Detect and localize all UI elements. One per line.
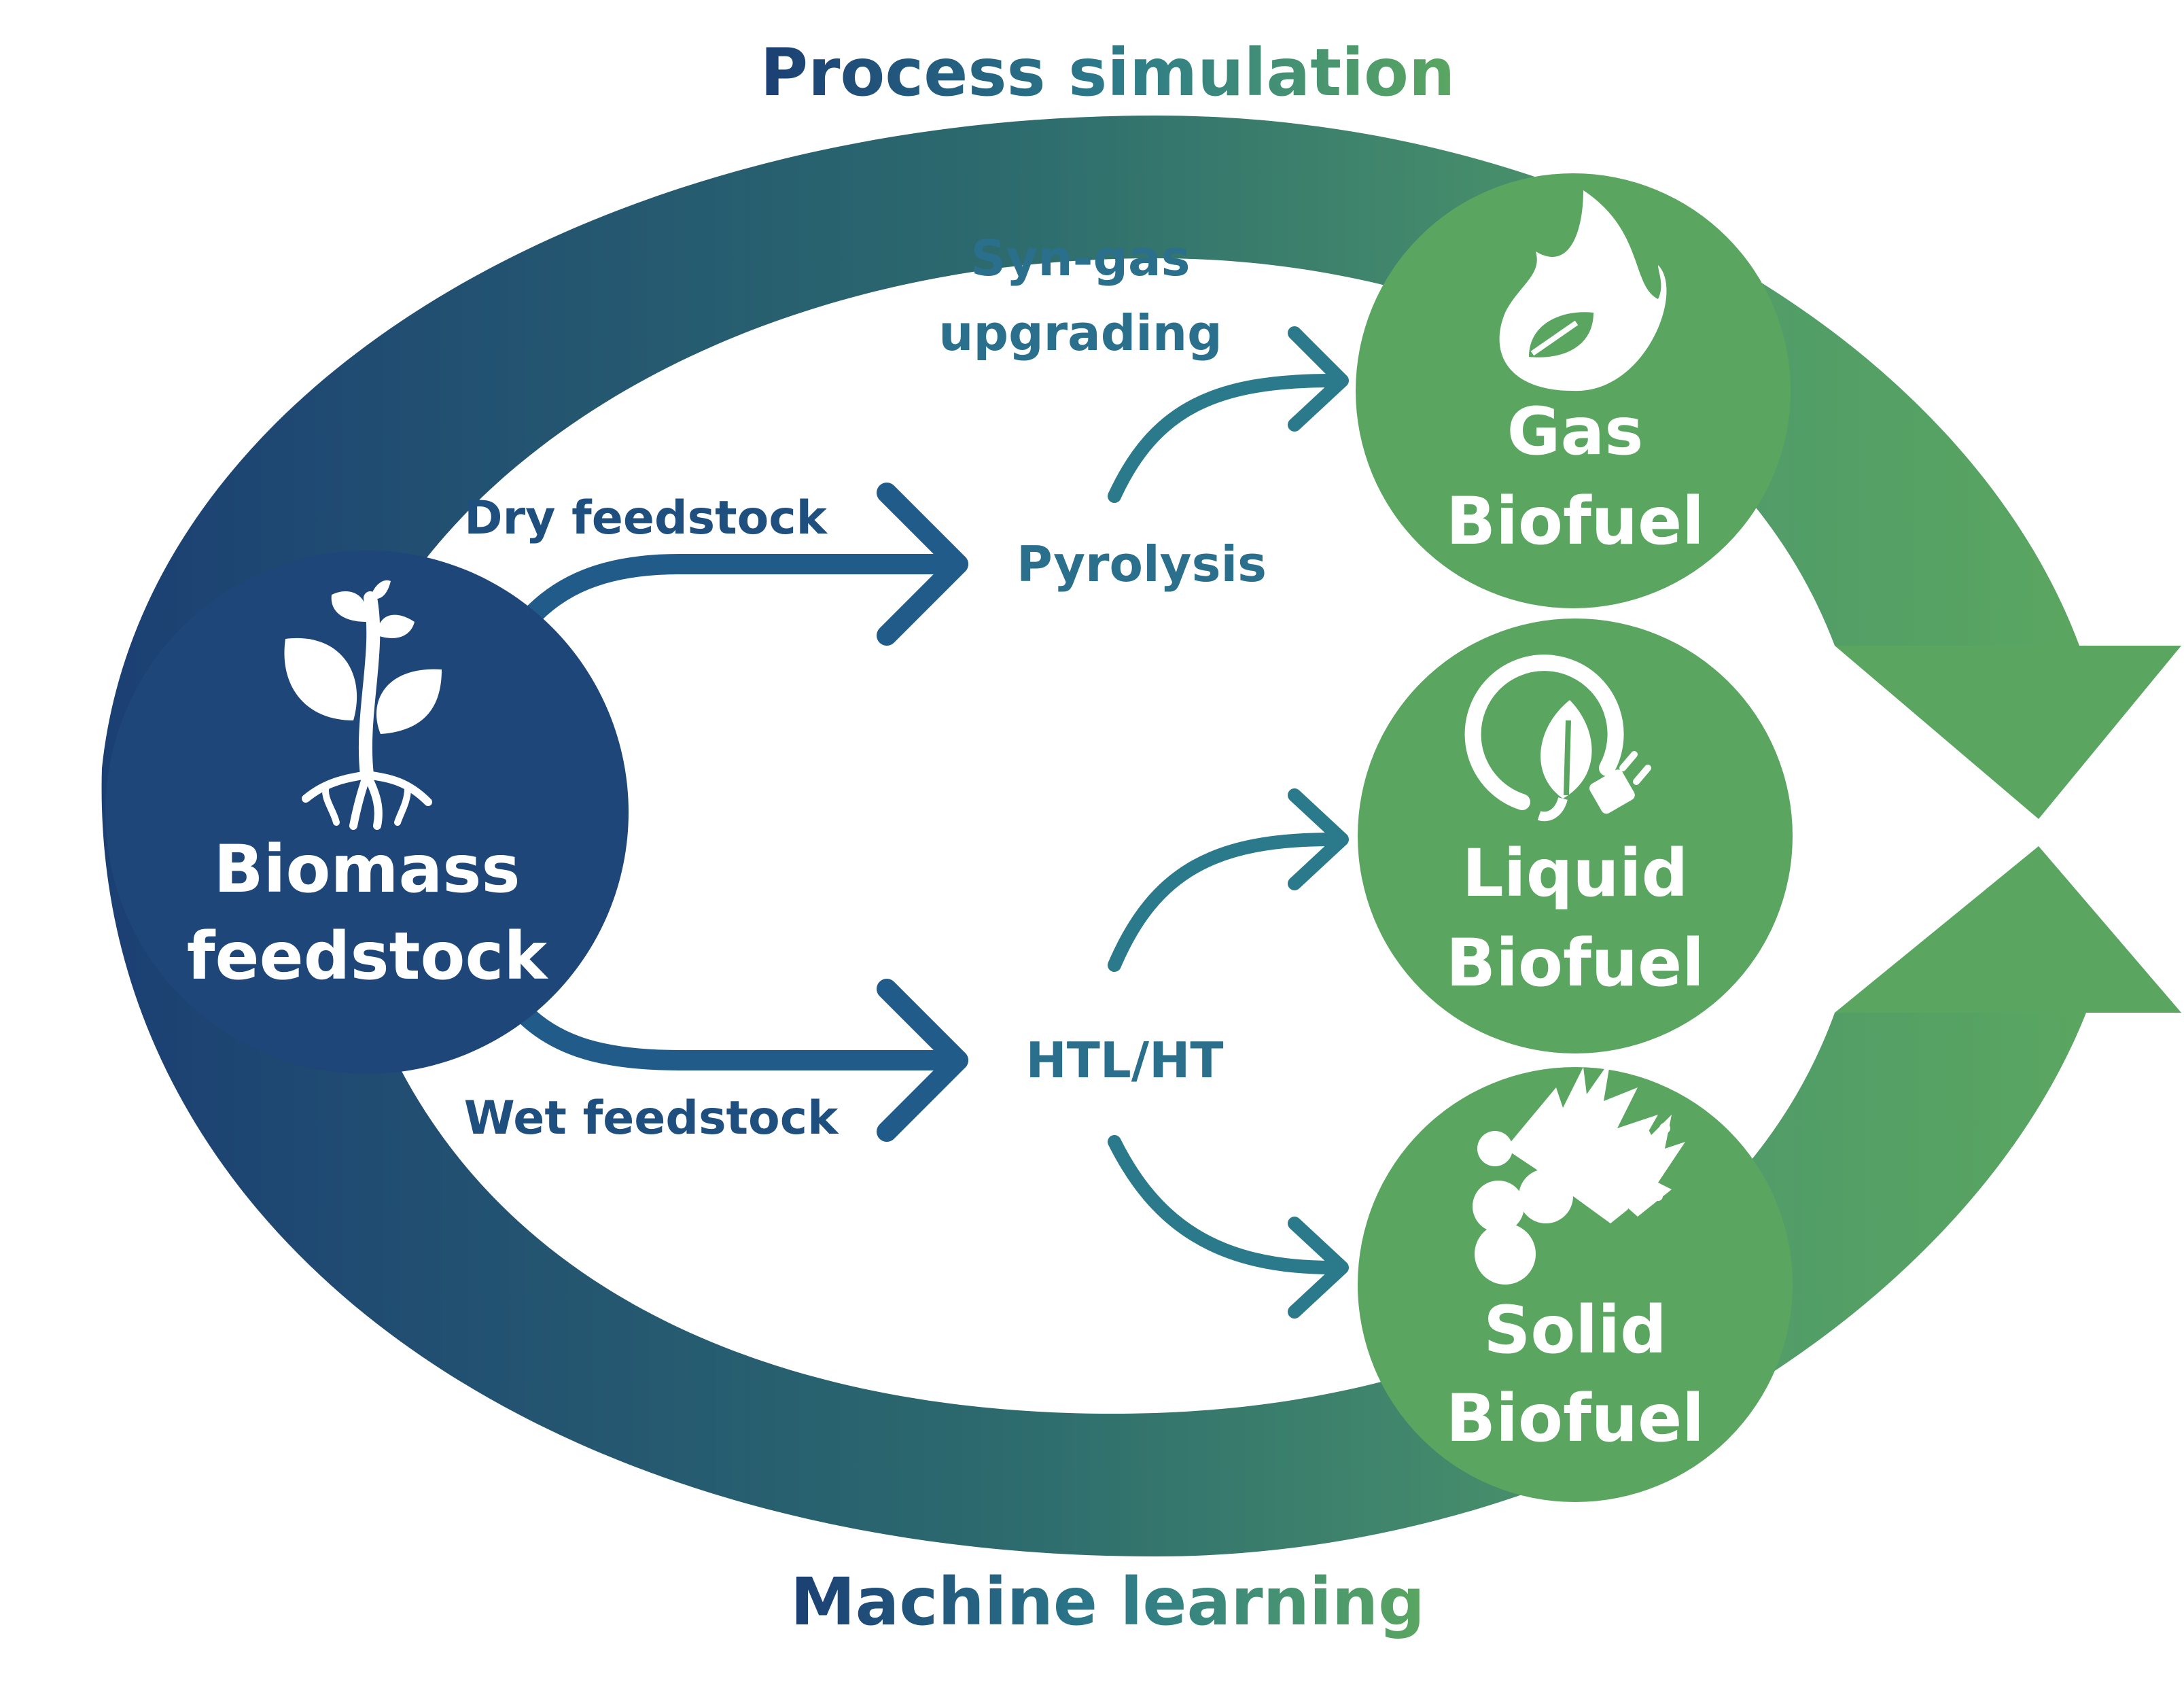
htl-to-solid-arrow [1108, 1135, 1339, 1274]
dry-feed-arrow [513, 554, 968, 635]
wood-pellets-icon [1473, 1051, 1685, 1285]
biomass-circle [105, 551, 629, 1074]
feed-arrows [513, 483, 968, 1142]
pyrolysis-label: Pyrolysis [1017, 536, 1267, 593]
gas-biofuel-line2: Biofuel [1446, 483, 1704, 559]
solid-biofuel-line2: Biofuel [1446, 1380, 1704, 1457]
flame-leaf-icon [1499, 190, 1667, 391]
liquid-biofuel-node: Liquid Biofuel [1358, 618, 1793, 1053]
process-arrows [1108, 326, 1349, 1319]
syngas-label-line1: Syn-gas [971, 230, 1191, 287]
cycle-arrowhead-bottom [1835, 846, 2181, 1013]
solid-biofuel-node: Solid Biofuel [1358, 1051, 1793, 1502]
wet-feed-arrow [513, 1003, 968, 1070]
syngas-label-line2: upgrading [938, 304, 1222, 362]
biomass-label-line1: Biomass [213, 831, 520, 907]
htl-to-solid-arrowhead [1288, 1217, 1349, 1319]
htl-ht-label: HTL/HT [1026, 1032, 1224, 1089]
htl-to-liquid-arrowhead [1288, 788, 1349, 890]
leaf-plug-icon [1464, 655, 1651, 822]
dry-feedstock-label: Dry feedstock [464, 491, 828, 545]
wet-feedstock-label: Wet feedstock [464, 1092, 839, 1145]
dry-feed-arrowhead [877, 483, 968, 646]
biomass-node: Biomass feedstock [105, 551, 629, 1074]
gas-biofuel-line1: Gas [1507, 394, 1644, 470]
solid-biofuel-circle [1358, 1067, 1793, 1502]
solid-biofuel-line1: Solid [1483, 1292, 1667, 1368]
wet-feed-arrowhead [877, 979, 968, 1142]
liquid-biofuel-line1: Liquid [1462, 835, 1689, 911]
pyrolysis-to-gas-arrow [1108, 374, 1339, 503]
htl-to-liquid-arrow [1108, 833, 1339, 972]
pyrolysis-to-gas-arrowhead [1288, 326, 1349, 432]
plant-icon [284, 580, 442, 830]
title-machine-learning: Machine learning [790, 1564, 1425, 1640]
title-process-simulation: Process simulation [760, 35, 1456, 111]
gas-biofuel-node: Gas Biofuel [1356, 173, 1791, 608]
cycle-arrowhead-top [1835, 646, 2181, 819]
biomass-label-line2: feedstock [187, 918, 549, 994]
liquid-biofuel-line2: Biofuel [1446, 925, 1704, 1001]
